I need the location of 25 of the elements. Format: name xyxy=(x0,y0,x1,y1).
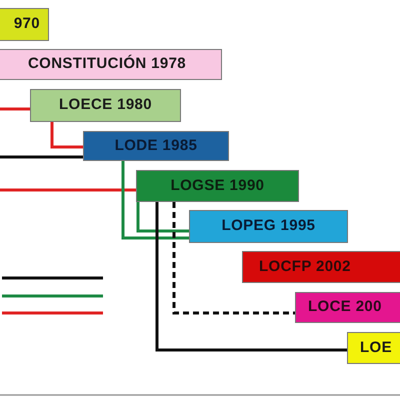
law-box xyxy=(30,89,181,122)
law-label: LOPEG 1995 xyxy=(222,216,316,236)
law-box xyxy=(347,332,400,364)
connector-line xyxy=(122,161,189,240)
connector-line xyxy=(0,188,136,192)
law-box xyxy=(0,49,222,80)
connector-line xyxy=(50,122,83,148)
law-label: LOGSE 1990 xyxy=(170,176,264,196)
law-label: 970 xyxy=(14,14,40,34)
law-box xyxy=(242,251,400,283)
law-label: LOE xyxy=(360,338,392,358)
connector-line xyxy=(156,202,347,352)
law-box xyxy=(189,210,348,243)
law-label: LOCFP 2002 xyxy=(259,256,351,277)
connector-line xyxy=(0,156,83,158)
law-label: LOECE 1980 xyxy=(59,95,152,116)
connector-line xyxy=(136,202,189,232)
law-label: LODE 1985 xyxy=(114,136,198,156)
law-box xyxy=(83,131,229,161)
law-box xyxy=(295,292,400,323)
law-box xyxy=(136,170,299,202)
connector-line xyxy=(172,202,295,314)
law-label: LOCE 200 xyxy=(308,297,382,318)
connector-line xyxy=(0,108,30,110)
law-label: CONSTITUCIÓN 1978 xyxy=(28,54,186,74)
